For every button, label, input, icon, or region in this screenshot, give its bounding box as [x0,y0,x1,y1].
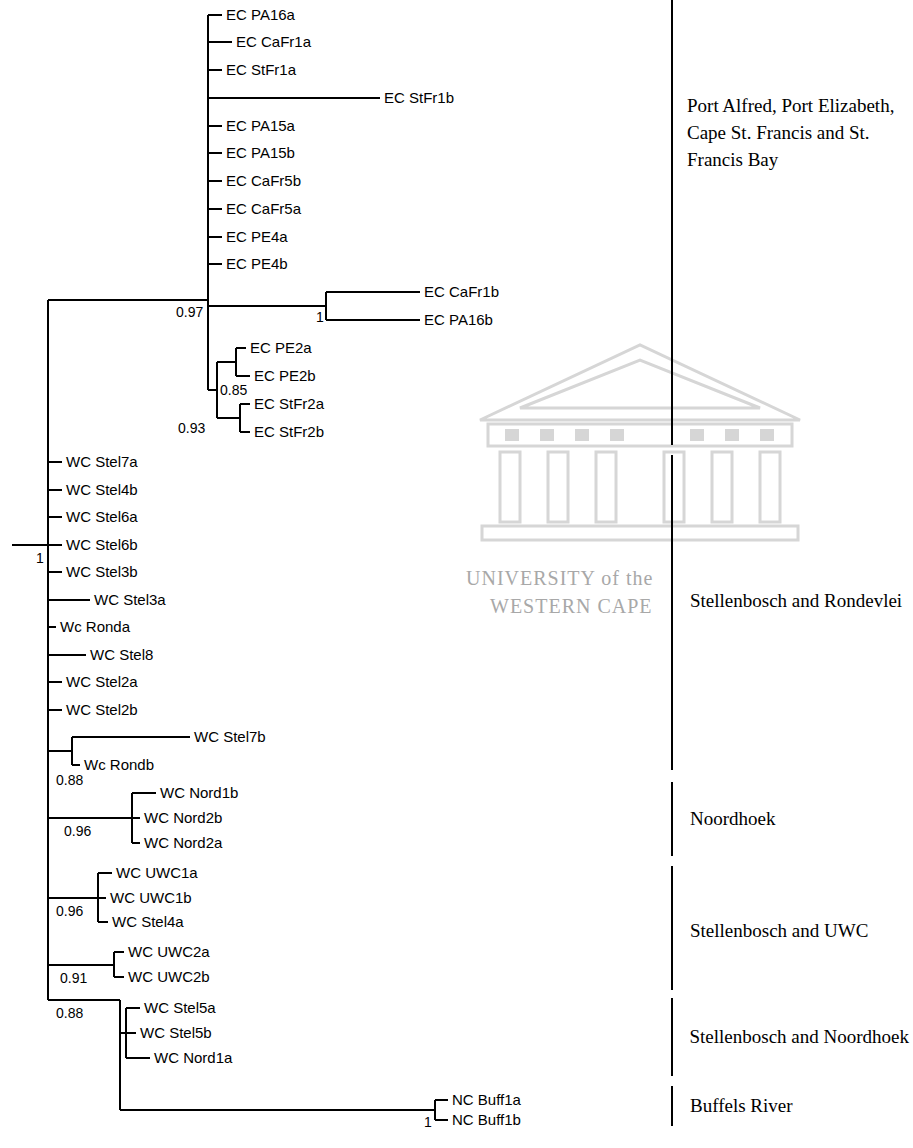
taxon-label: WC Stel2a [66,673,138,691]
taxon-label: EC PE2a [250,339,312,357]
entablature-blocks [505,429,774,441]
building-outline [480,345,800,540]
taxon-label: WC Stel5b [140,1024,212,1042]
taxon-label: Wc Ronda [60,618,130,636]
taxon-label: WC Stel3b [66,563,138,581]
taxon-label: EC PE4b [226,255,288,273]
support-value: 1 [424,1114,432,1130]
block [540,429,554,441]
entablature [488,424,792,446]
taxon-label: EC StFr1b [384,89,454,107]
watermark-text: UNIVERSITY of the [466,566,653,590]
taxon-label: WC Stel7b [194,728,266,746]
support-value: 0.88 [56,772,83,788]
block [760,429,774,441]
taxon-label: NC Buff1b [452,1111,521,1129]
taxon-label: EC CaFr5b [226,172,301,190]
column [548,452,568,522]
taxon-label: EC PA15b [226,144,295,162]
taxon-label: WC UWC2b [128,968,210,986]
taxon-label: EC CaFr5a [226,200,301,218]
taxon-label: EC StFr1a [226,61,296,79]
column [760,452,780,522]
taxon-label: WC Stel7a [66,453,138,471]
taxon-label: WC UWC2a [128,943,210,961]
block [725,429,739,441]
column [596,452,616,522]
clade-bracket [671,0,673,1126]
taxon-label: WC Stel5a [144,999,216,1017]
taxon-label: WC UWC1b [110,889,192,907]
taxon-label: WC Nord1b [160,784,238,802]
column [500,452,520,522]
support-value: 0.88 [56,1005,83,1021]
taxon-label: WC Stel2b [66,701,138,719]
clade-label: Buffels River [690,1092,793,1119]
pediment-inner [520,360,760,408]
taxon-label: WC Stel8 [90,646,153,664]
taxon-label: WC Stel6a [66,508,138,526]
support-value: 1 [36,550,44,566]
taxon-label: WC Nord2b [144,809,222,827]
taxon-label: WC Stel4a [112,913,184,931]
taxon-label: EC PA16b [424,311,493,329]
block [690,429,704,441]
taxon-label: Wc Rondb [84,756,154,774]
taxon-label: EC CaFr1a [236,33,311,51]
taxon-label: EC CaFr1b [424,283,499,301]
taxon-label: WC Nord1a [154,1049,232,1067]
pediment [480,345,800,420]
taxon-label: EC StFr2a [254,395,324,413]
support-value: 0.85 [220,382,247,398]
taxon-label: EC PA16a [226,6,295,24]
tree-branches [12,15,448,1120]
watermark-text: WESTERN CAPE [490,594,653,618]
clade-label: Stellenbosch and Rondevlei [690,587,902,614]
taxon-label: EC PA15a [226,117,295,135]
support-value: 0.91 [60,970,87,986]
block [505,429,519,441]
taxon-label: NC Buff1a [452,1091,521,1109]
block [610,429,624,441]
taxon-label: WC Stel6b [66,536,138,554]
column [712,452,732,522]
block [575,429,589,441]
column [664,452,684,522]
support-value: 0.96 [56,903,83,919]
base [482,526,798,540]
support-value: 1 [316,309,324,325]
taxon-label: WC Nord2a [144,834,222,852]
support-value: 0.97 [176,304,203,320]
support-value: 0.96 [64,823,91,839]
clade-label: Stellenbosch and Noordhoek [689,1023,909,1050]
clade-label: Port Alfred, Port Elizabeth, Cape St. Fr… [687,92,909,173]
clade-label: Stellenbosch and UWC [690,917,868,944]
taxon-label: EC PE2b [254,367,316,385]
taxon-label: WC Stel4b [66,481,138,499]
taxon-label: WC UWC1a [116,864,198,882]
support-value: 0.93 [178,420,205,436]
taxon-label: EC StFr2b [254,423,324,441]
clade-label: Noordhoek [690,805,775,832]
taxon-label: WC Stel3a [94,591,166,609]
taxon-label: EC PE4a [226,228,288,246]
